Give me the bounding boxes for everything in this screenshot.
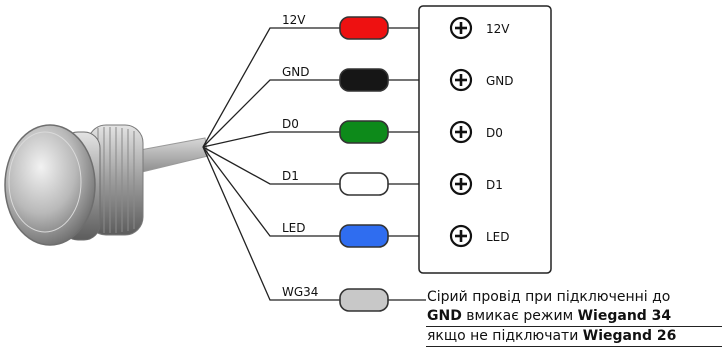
terminal-label-d0: D0 xyxy=(486,126,503,140)
terminal-label-gnd: GND xyxy=(486,74,514,88)
terminal-block xyxy=(418,5,552,274)
note-text: вмикає режим xyxy=(461,308,578,324)
terminal-screws xyxy=(449,16,473,248)
metal-push-button-icon xyxy=(4,124,209,246)
note-bold-wiegand26: Wiegand 26 xyxy=(582,328,677,344)
plus-circle-icon xyxy=(449,68,473,92)
wire-lines xyxy=(202,27,340,301)
note-underline xyxy=(426,346,722,347)
wire-label-gnd: GND xyxy=(282,65,310,79)
note-text: якщо не підключати xyxy=(427,328,583,344)
plus-circle-icon xyxy=(449,224,473,248)
wire-gnd xyxy=(202,79,340,148)
note-bold-wiegand34: Wiegand 34 xyxy=(577,308,672,324)
note-line-1: Сірий провід при підключенні до xyxy=(427,288,727,306)
wire-tag-gnd xyxy=(339,68,389,92)
note-text: Сірий провід при підключенні до xyxy=(427,289,671,305)
wire-tag-d0 xyxy=(339,120,389,144)
terminal-label-d1: D1 xyxy=(486,178,503,192)
wire-12v xyxy=(202,27,340,148)
plus-circle-icon xyxy=(449,16,473,40)
wire-d0 xyxy=(202,131,340,148)
note-line-3: якщо не підключати Wiegand 26 xyxy=(427,327,727,345)
plus-circle-icon xyxy=(449,120,473,144)
note-line-2: GND вмикає режим Wiegand 34 xyxy=(427,307,727,325)
wire-label-d0: D0 xyxy=(282,117,299,131)
wire-tag-wg34 xyxy=(339,288,389,312)
terminal-label-led: LED xyxy=(486,230,510,244)
wire-tag-led xyxy=(339,224,389,248)
wire-label-12v: 12V xyxy=(282,13,306,27)
note-underline xyxy=(426,326,722,327)
wire-tags xyxy=(339,16,389,312)
wire-label-wg34: WG34 xyxy=(282,285,318,299)
wire-d1 xyxy=(202,146,340,185)
plus-circle-icon xyxy=(449,172,473,196)
wire-wg34 xyxy=(202,146,340,301)
note-bold-gnd: GND xyxy=(427,308,462,324)
wire-label-d1: D1 xyxy=(282,169,299,183)
wire-label-led: LED xyxy=(282,221,306,235)
wire-led xyxy=(202,146,340,237)
wire-tag-12v xyxy=(339,16,389,40)
terminal-label-12v: 12V xyxy=(486,22,510,36)
wire-tag-d1 xyxy=(339,172,389,196)
